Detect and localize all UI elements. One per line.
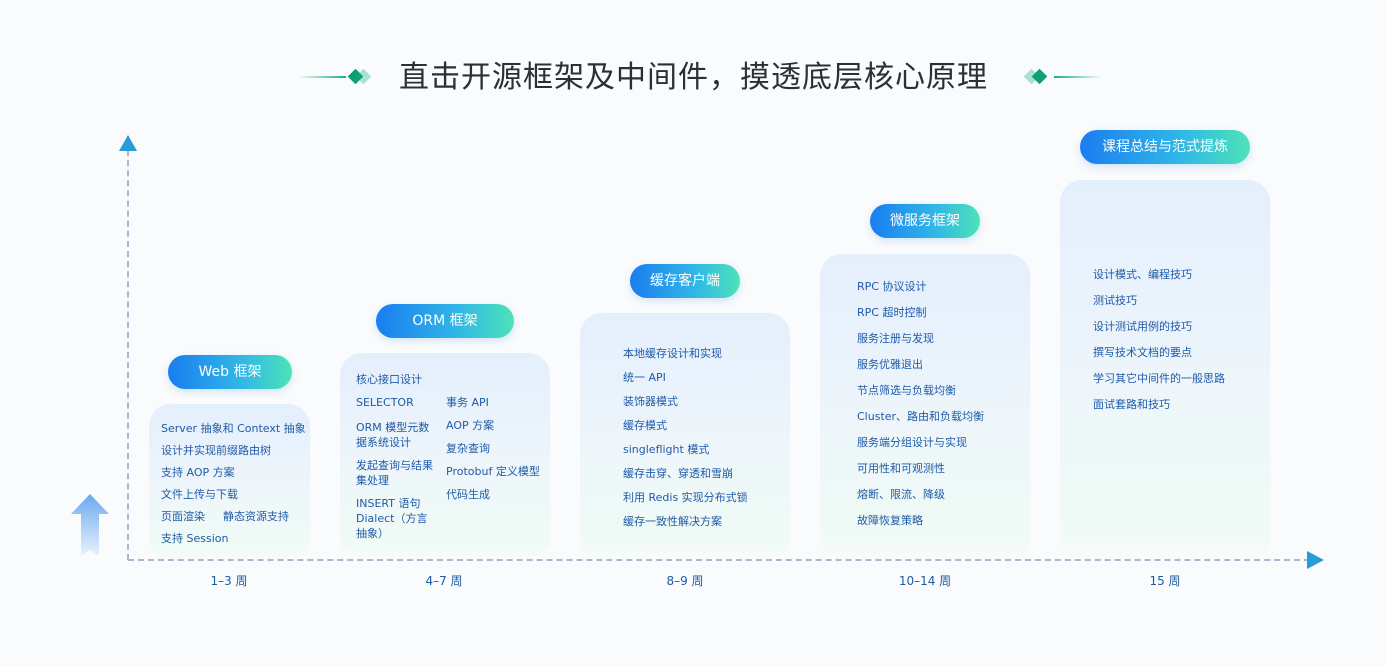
stage-label-microservice: 微服务框架 xyxy=(870,204,980,238)
list-item: 代码生成 xyxy=(446,488,490,501)
list-item: singleflight 模式 xyxy=(623,443,710,456)
list-item: 服务端分组设计与实现 xyxy=(857,436,967,449)
list-item: 可用性和可观测性 xyxy=(857,462,945,475)
list-item: Cluster、路由和负载均衡 xyxy=(857,410,985,423)
growth-arrow-icon xyxy=(71,494,109,556)
stage-label-summary: 课程总结与范式提炼 xyxy=(1080,130,1250,164)
list-item: 页面渲染 xyxy=(161,510,205,523)
y-axis-line xyxy=(127,150,129,560)
list-item: 设计并实现前缀路由树 xyxy=(161,444,271,457)
list-item: 缓存击穿、穿透和雪崩 xyxy=(623,467,733,480)
list-item: INSERT 语句 Dialect（方言抽象） xyxy=(356,497,428,540)
stage-card-web xyxy=(149,404,310,560)
list-item: 文件上传与下载 xyxy=(161,488,238,501)
list-item: 服务优雅退出 xyxy=(857,358,923,371)
stage-items-summary: 设计模式、编程技巧 测试技巧 设计测试用例的技巧 撰写技术文档的要点 学习其它中… xyxy=(1093,267,1263,417)
list-item: 故障恢复策略 xyxy=(857,514,923,527)
page-title: 直击开源框架及中间件，摸透底层核心原理 xyxy=(399,60,988,95)
list-item: AOP 方案 xyxy=(446,419,495,432)
stage-label-cache: 缓存客户端 xyxy=(630,264,740,298)
list-item: 缓存一致性解决方案 xyxy=(623,515,722,528)
list-item: ORM 模型元数据系统设计 xyxy=(356,421,430,449)
list-item: Protobuf 定义模型 xyxy=(446,465,540,478)
list-item: 缓存模式 xyxy=(623,419,667,432)
stage-items-web: Server 抽象和 Context 抽象 设计并实现前缀路由树 支持 AOP … xyxy=(161,421,311,551)
x-axis-arrow-icon xyxy=(1307,551,1324,569)
title-decoration-right-icon xyxy=(1022,66,1102,90)
stage-card-orm xyxy=(340,353,550,560)
list-item: 学习其它中间件的一般思路 xyxy=(1093,372,1225,385)
week-label-orm: 4–7 周 xyxy=(425,574,463,588)
list-item: 发起查询与结果集处理 xyxy=(356,459,433,487)
list-item: 面试套路和技巧 xyxy=(1093,398,1170,411)
list-item: 利用 Redis 实现分布式锁 xyxy=(623,491,748,504)
stage-card-microservice xyxy=(820,254,1030,560)
week-label-microservice: 10–14 周 xyxy=(898,574,952,588)
week-label-cache: 8–9 周 xyxy=(666,574,704,588)
list-item: Server 抽象和 Context 抽象 xyxy=(161,422,306,435)
stage-label-orm: ORM 框架 xyxy=(376,304,514,338)
list-item: 支持 AOP 方案 xyxy=(161,466,235,479)
list-item: RPC 超时控制 xyxy=(857,306,927,319)
list-item: 服务注册与发现 xyxy=(857,332,934,345)
list-item: RPC 协议设计 xyxy=(857,280,927,293)
list-item: 节点筛选与负载均衡 xyxy=(857,384,956,397)
list-item: 本地缓存设计和实现 xyxy=(623,347,722,360)
stage-items-cache: 本地缓存设计和实现 统一 API 装饰器模式 缓存模式 singleflight… xyxy=(623,346,788,536)
stage-card-cache xyxy=(580,313,790,560)
list-item: 撰写技术文档的要点 xyxy=(1093,346,1192,359)
title-decoration-left-icon xyxy=(298,66,378,90)
list-item: 测试技巧 xyxy=(1093,294,1137,307)
stage-label-web: Web 框架 xyxy=(168,355,292,389)
week-label-web: 1–3 周 xyxy=(210,574,248,588)
list-item: 装饰器模式 xyxy=(623,395,678,408)
stage-items-orm: 核心接口设计 SELECTOR ORM 模型元数据系统设计 发起查询与结果集处理… xyxy=(356,372,546,552)
list-item: 设计测试用例的技巧 xyxy=(1093,320,1192,333)
y-axis-arrow-icon xyxy=(119,135,137,151)
list-item: 统一 API xyxy=(623,371,666,384)
list-item: 熔断、限流、降级 xyxy=(857,488,945,501)
week-label-summary: 15 周 xyxy=(1149,574,1181,588)
list-item: 复杂查询 xyxy=(446,442,490,455)
stage-items-microservice: RPC 协议设计 RPC 超时控制 服务注册与发现 服务优雅退出 节点筛选与负载… xyxy=(857,279,1027,534)
x-axis-line xyxy=(128,559,1310,561)
list-item: 支持 Session xyxy=(161,532,229,545)
list-item: 事务 API xyxy=(446,396,489,409)
list-item: 核心接口设计 xyxy=(356,373,422,386)
list-item: 设计模式、编程技巧 xyxy=(1093,268,1192,281)
list-item: 静态资源支持 xyxy=(223,510,289,523)
stage-card-summary xyxy=(1060,180,1270,560)
list-item: SELECTOR xyxy=(356,396,414,409)
